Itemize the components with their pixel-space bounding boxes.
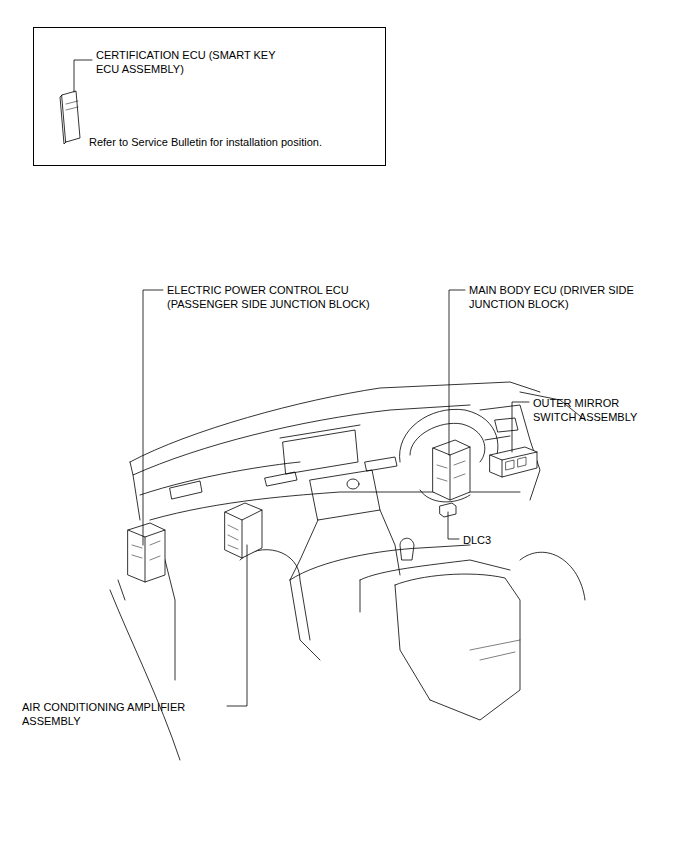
part-label: OUTER MIRROR SWITCH ASSEMBLY <box>533 396 657 424</box>
inset-box: CERTIFICATION ECU (SMART KEY ECU ASSEMBL… <box>33 27 386 166</box>
part-name: CERTIFICATION ECU (SMART KEY ECU ASSEMBL… <box>96 48 276 76</box>
part-label: AIR CONDITIONING AMPLIFIER ASSEMBLY <box>22 700 212 728</box>
note-text: Refer to Service Bulletin for installati… <box>89 135 379 149</box>
part-label: ELECTRIC POWER CONTROL ECU (PASSENGER SI… <box>167 283 399 311</box>
part-label: DLC3 <box>463 533 523 547</box>
part-label: MAIN BODY ECU (DRIVER SIDE JUNCTION BLOC… <box>469 283 661 311</box>
